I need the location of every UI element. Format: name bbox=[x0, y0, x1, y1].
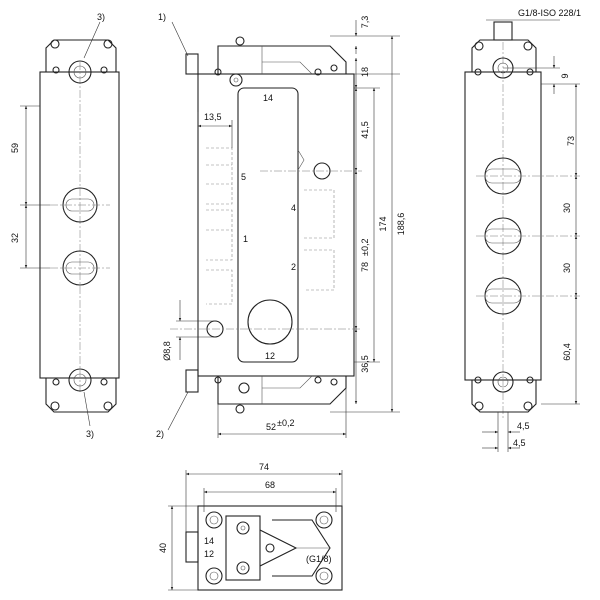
dim-60-4: 60,4 bbox=[562, 343, 572, 361]
dim-188-6: 188,6 bbox=[396, 213, 406, 236]
end-port-12: 12 bbox=[204, 549, 214, 559]
port-label-12: 12 bbox=[265, 351, 275, 361]
dim-52: 52 bbox=[266, 422, 276, 432]
dim-40: 40 bbox=[158, 543, 168, 553]
port-label-1: 1 bbox=[243, 234, 248, 244]
port-label-4: 4 bbox=[291, 203, 296, 213]
callout-2: 2) bbox=[156, 429, 164, 439]
dim-59: 59 bbox=[10, 143, 20, 153]
dim-41-5: 41,5 bbox=[360, 121, 370, 139]
dim-52-tolerance: ±0,2 bbox=[277, 418, 294, 428]
labels: 3) 3) 1) 2) 59 32 13,5 7,3 18 41,5 78 ±0… bbox=[10, 8, 581, 564]
right-side-view bbox=[464, 19, 580, 452]
dim-174: 174 bbox=[378, 216, 388, 231]
front-view bbox=[167, 20, 400, 438]
dim-36-5: 36,5 bbox=[360, 355, 370, 373]
end-port-g18: (G1/8) bbox=[306, 554, 332, 564]
thread-spec: G1/8-ISO 228/1 bbox=[518, 8, 581, 18]
dim-30-b: 30 bbox=[562, 263, 572, 273]
dim-7-3: 7,3 bbox=[360, 16, 370, 29]
dim-78-tolerance: ±0,2 bbox=[360, 239, 370, 256]
callout-1: 1) bbox=[158, 12, 166, 22]
dim-4-5-a: 4,5 bbox=[517, 421, 530, 431]
end-port-14: 14 bbox=[204, 536, 214, 546]
dim-18: 18 bbox=[360, 67, 370, 77]
dim-74: 74 bbox=[259, 462, 269, 472]
port-label-5: 5 bbox=[241, 172, 246, 182]
dim-diameter-8-8: Ø8,8 bbox=[162, 341, 172, 361]
port-label-14: 14 bbox=[263, 93, 273, 103]
callout-3-top: 3) bbox=[97, 12, 105, 22]
end-view bbox=[168, 470, 343, 591]
dim-78: 78 bbox=[360, 262, 370, 272]
dim-4-5-b: 4,5 bbox=[513, 438, 526, 448]
dim-73: 73 bbox=[566, 136, 576, 146]
dim-13-5: 13,5 bbox=[204, 112, 222, 122]
dim-68: 68 bbox=[265, 480, 275, 490]
dim-30-a: 30 bbox=[562, 203, 572, 213]
port-label-2: 2 bbox=[291, 262, 296, 272]
dim-9: 9 bbox=[560, 73, 570, 78]
left-side-view bbox=[20, 21, 120, 427]
dim-32: 32 bbox=[10, 233, 20, 243]
callout-3-bottom: 3) bbox=[86, 429, 94, 439]
